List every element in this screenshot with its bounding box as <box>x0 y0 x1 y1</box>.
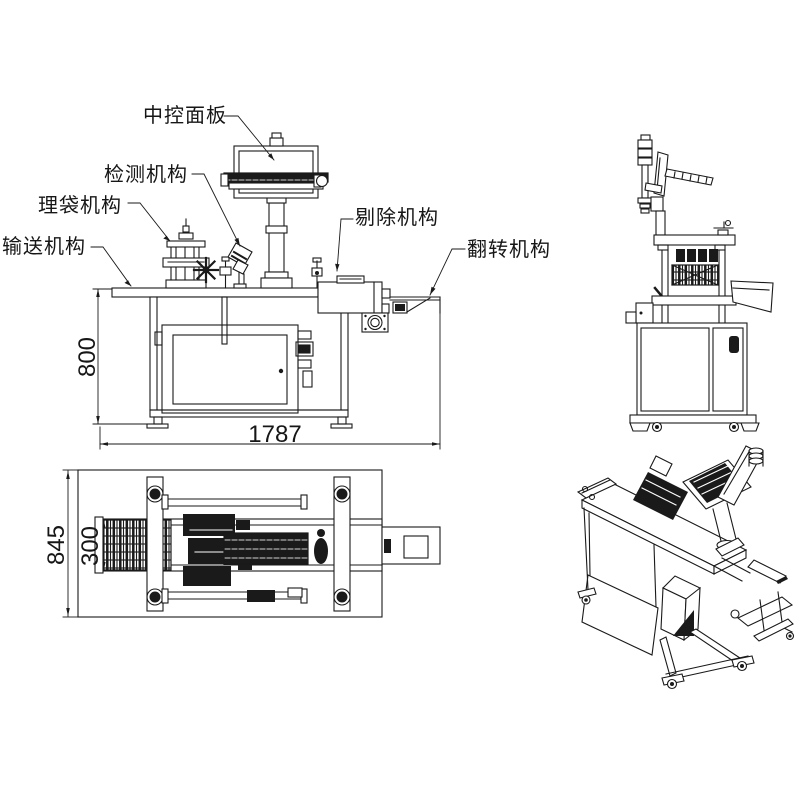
under-table-rod <box>221 296 228 345</box>
side-rollers <box>653 249 719 302</box>
isometric-view <box>576 445 795 690</box>
iso-keyboard-monitor <box>682 445 764 557</box>
leader-lines <box>90 115 466 296</box>
dim-belt-width <box>102 520 106 570</box>
door-knob <box>278 368 284 374</box>
signal-tower <box>637 134 653 214</box>
cabinet <box>146 296 353 429</box>
motor <box>361 312 389 333</box>
keyboard-side <box>664 168 714 186</box>
label-bag-arranging-mechanism: 理袋机构 <box>38 195 122 217</box>
label-central-control-panel: 中控面板 <box>143 105 227 127</box>
label-flipping-mechanism: 翻转机构 <box>467 239 551 261</box>
control-panel-monitor <box>220 132 329 199</box>
monitor-side <box>644 151 714 236</box>
cross-post-right <box>333 476 351 612</box>
front-view <box>90 115 466 450</box>
door-latch <box>295 330 314 388</box>
bag-arranging-mechanism <box>162 218 232 289</box>
iso-output-tray <box>713 557 794 642</box>
side-view <box>625 134 774 433</box>
dim-text-front-height: 800 <box>74 336 101 378</box>
dim-text-belt-width: 300 <box>77 525 104 567</box>
cabinet-door <box>161 324 299 414</box>
table-top <box>111 287 319 298</box>
iso-mechanism-cluster <box>633 455 688 520</box>
panel-keyboard <box>223 172 329 183</box>
dim-text-front-width: 1787 <box>248 421 302 448</box>
star-wheel <box>192 256 220 284</box>
label-conveying-mechanism: 输送机构 <box>2 236 86 258</box>
keyboard-top <box>223 532 309 565</box>
dim-front-width <box>99 301 441 450</box>
label-rejection-mechanism: 剔除机构 <box>355 207 439 229</box>
side-table <box>653 219 736 251</box>
dim-front-height <box>92 288 148 425</box>
iso-legs-casters <box>577 507 795 690</box>
control-panel-column <box>260 195 293 289</box>
label-detection-mechanism: 检测机构 <box>104 164 188 186</box>
cross-post-left <box>146 476 164 612</box>
iso-cabinet <box>581 512 701 656</box>
output-box-top <box>381 526 441 565</box>
column-top-silhouette <box>314 529 328 564</box>
iso-deck <box>576 477 748 575</box>
dim-text-top-length: 845 <box>43 524 70 566</box>
small-valve <box>219 256 232 289</box>
side-cabinet <box>629 322 760 433</box>
side-chute <box>730 280 774 313</box>
center-mechanism-cluster <box>183 514 303 602</box>
top-view <box>62 469 441 618</box>
detection-sensor <box>227 242 253 289</box>
leveling-feet <box>146 416 353 429</box>
dim-top-length <box>62 469 79 618</box>
frame-rails <box>161 494 308 604</box>
